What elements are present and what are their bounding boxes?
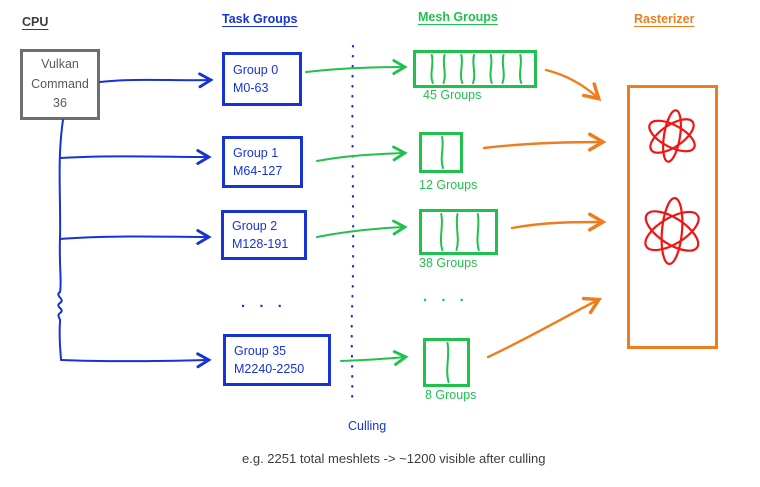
arrow-mesh38-to-rasterizer	[510, 212, 607, 232]
cpu-column-header: CPU	[22, 15, 49, 29]
task-group-name: Group 35	[234, 343, 287, 358]
mesh-group-box-45	[413, 50, 537, 88]
task-group-meshlet-range: M64-127	[233, 164, 283, 178]
task-group-name: Group 1	[233, 145, 279, 160]
mesh-group-count-45: 45 Groups	[423, 88, 482, 102]
arrow-mesh45-to-rasterizer	[544, 68, 602, 102]
mesh-segment-line	[476, 213, 480, 251]
task-groups-ellipsis: . . .	[241, 294, 287, 311]
mesh-segments-38	[439, 213, 480, 251]
task-group-0-box: Group 0 M0-63	[222, 52, 302, 106]
mesh-group-box-38	[419, 209, 498, 255]
task-group-name: Group 0	[233, 62, 279, 77]
task-group-meshlet-range: M0-63	[233, 81, 269, 95]
mesh-segment-line	[446, 342, 450, 383]
rasterizer-box	[627, 85, 718, 349]
task-group-meshlet-range: M2240-2250	[234, 362, 305, 376]
vulkan-command-box: Vulkan Command 36	[20, 49, 100, 120]
mesh-segment-line	[459, 54, 464, 84]
mesh-segments-45	[430, 54, 523, 84]
mesh-segment-line	[430, 54, 434, 84]
mesh-segment-line	[439, 213, 444, 251]
rasterizer-column-header: Rasterizer	[634, 12, 695, 26]
arrow-cpu-to-group1	[60, 149, 212, 165]
mesh-group-count-38: 38 Groups	[419, 256, 478, 270]
culling-label: Culling	[348, 419, 387, 433]
arrow-mesh12-to-rasterizer	[482, 132, 607, 152]
mesh-segment-line	[455, 213, 459, 251]
mesh-segment-line	[489, 54, 493, 84]
task-group-name: Group 2	[232, 218, 278, 233]
arrow-cpu-to-group35	[60, 352, 212, 369]
mesh-group-count-8: 8 Groups	[425, 388, 477, 402]
mesh-groups-ellipsis: . . .	[423, 288, 469, 305]
mesh-groups-column-header: Mesh Groups	[418, 10, 498, 24]
task-group-meshlet-range: M128-191	[232, 237, 289, 251]
arrow-cpu-to-group0	[99, 72, 214, 89]
task-groups-column-header: Task Groups	[222, 12, 298, 26]
mesh-segment-line	[518, 54, 523, 84]
mesh-segment-line	[440, 136, 444, 169]
task-group-2-box: Group 2 M128-191	[221, 210, 307, 260]
arrow-group0-to-mesh45	[305, 59, 408, 75]
arrow-group2-to-mesh38	[316, 219, 408, 238]
arrow-group35-to-mesh8	[340, 350, 409, 366]
arrow-group1-to-mesh12	[316, 145, 408, 162]
arrow-mesh8-to-rasterizer	[486, 296, 602, 359]
dispatch-tree-trunk	[57, 119, 64, 360]
mesh-group-count-12: 12 Groups	[419, 178, 478, 192]
mesh-segments-12	[440, 136, 444, 169]
arrow-cpu-to-group2	[59, 229, 212, 245]
mesh-group-box-8	[423, 338, 470, 387]
mesh-segment-line	[472, 54, 476, 84]
mesh-group-box-12	[419, 132, 463, 173]
culling-boundary-dotted-line	[350, 44, 355, 404]
mesh-segments-8	[446, 342, 450, 383]
task-group-35-box: Group 35 M2240-2250	[223, 334, 331, 386]
mesh-segment-line	[501, 54, 505, 84]
mesh-segment-line	[442, 54, 446, 84]
meshlet-summary-caption: e.g. 2251 total meshlets -> ~1200 visibl…	[242, 451, 546, 466]
task-group-1-box: Group 1 M64-127	[222, 136, 303, 188]
